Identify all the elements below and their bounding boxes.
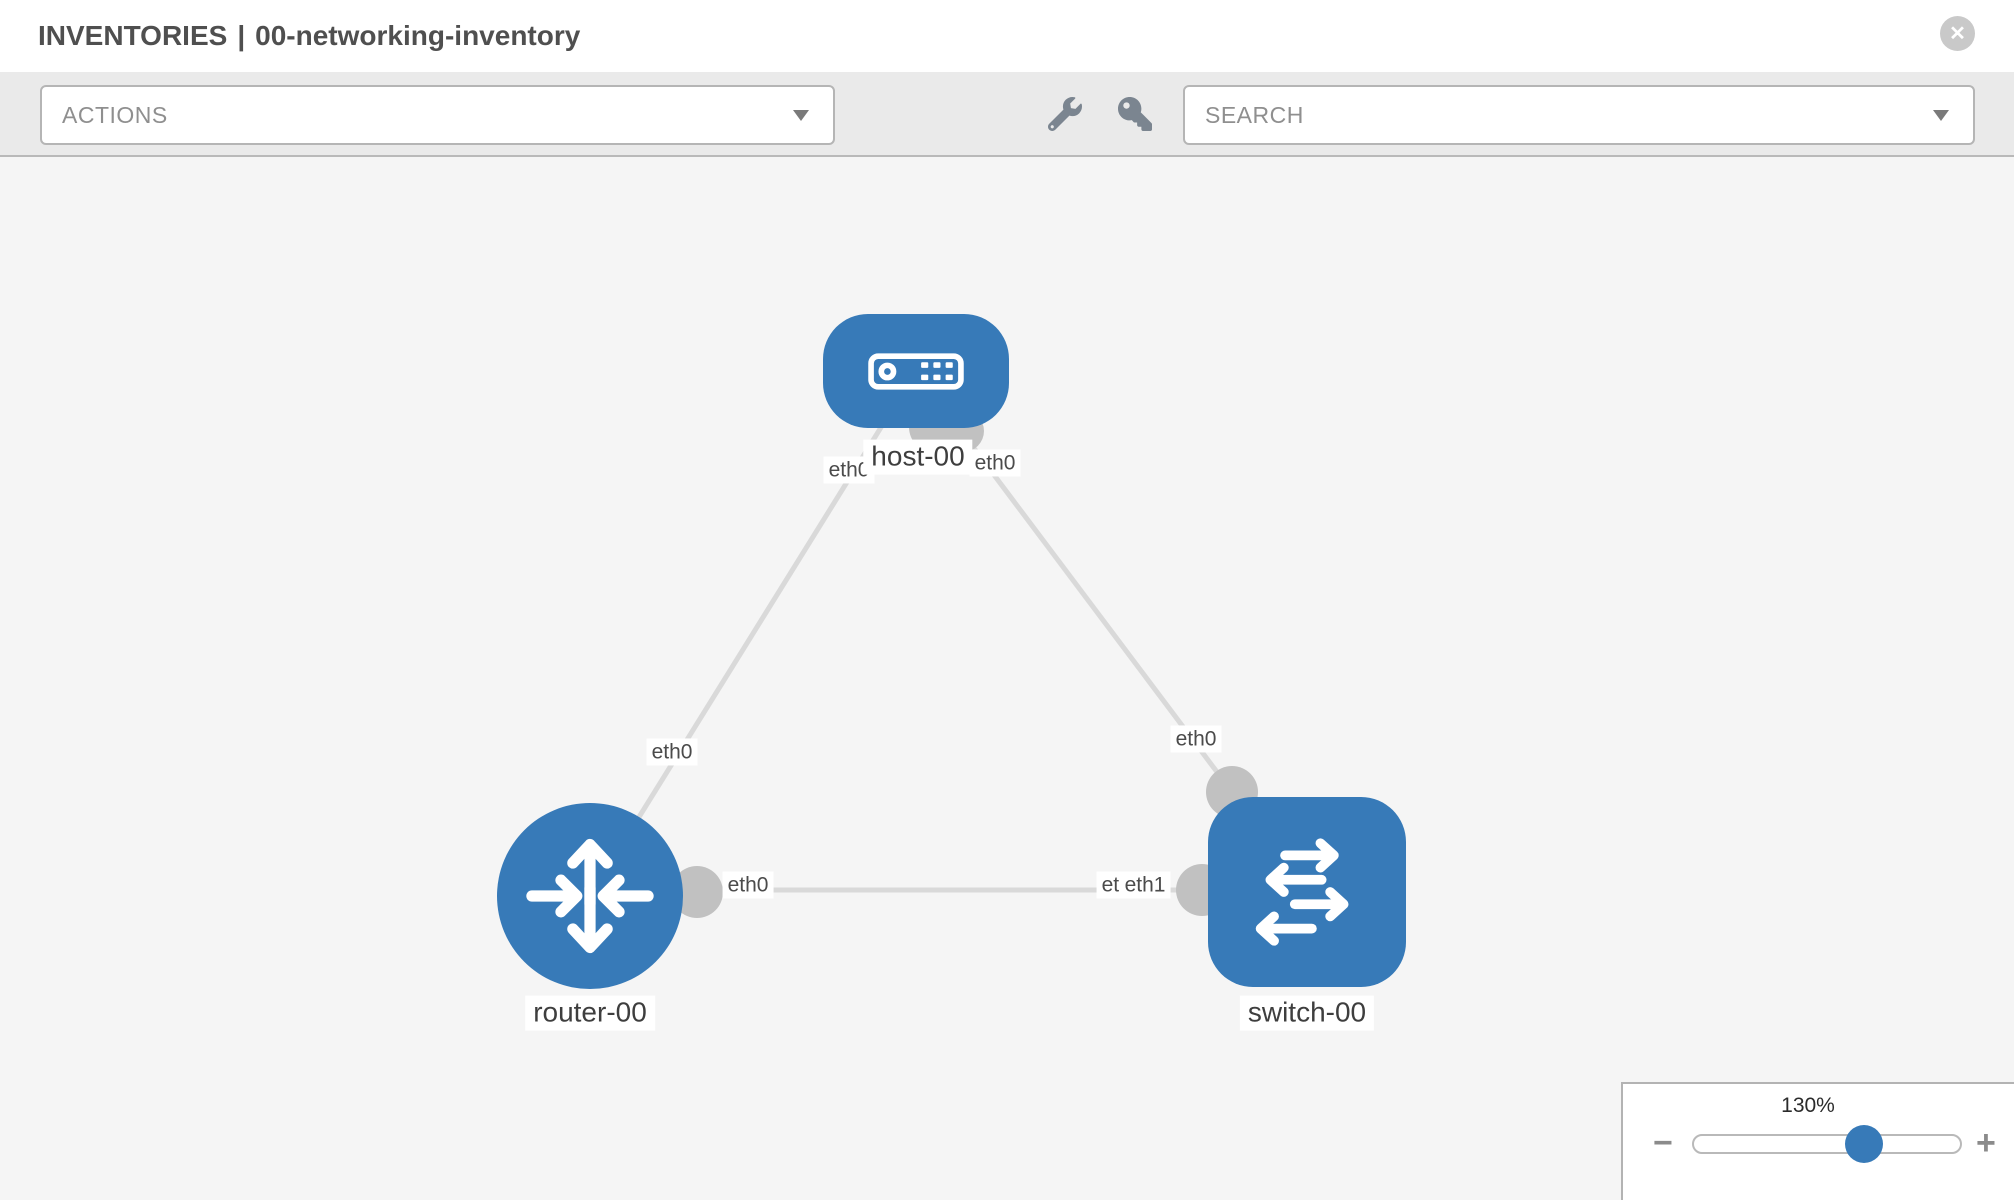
- page-title: INVENTORIES | 00-networking-inventory: [38, 20, 580, 52]
- chevron-down-icon: [793, 110, 809, 121]
- actions-dropdown[interactable]: ACTIONS: [40, 85, 835, 145]
- interface-label: eth0: [969, 449, 1021, 477]
- search-dropdown[interactable]: SEARCH: [1183, 85, 1975, 145]
- host-device-icon: [868, 352, 964, 390]
- close-button[interactable]: ✕: [1940, 16, 1975, 51]
- key-legend-button[interactable]: [1117, 96, 1153, 132]
- interface-label: eth1: [1119, 871, 1171, 899]
- key-icon: [1118, 97, 1152, 131]
- zoom-level-value: 130%: [1781, 1094, 1835, 1117]
- search-dropdown-label: SEARCH: [1205, 101, 1304, 128]
- node-label: host-00: [863, 439, 973, 475]
- zoom-slider-thumb[interactable]: [1845, 1125, 1884, 1163]
- node-label: router-00: [525, 995, 655, 1031]
- zoom-in-button[interactable]: +: [1976, 1124, 1996, 1162]
- interface-label: eth0: [646, 738, 698, 766]
- zoom-slider-track[interactable]: [1692, 1125, 1962, 1163]
- interface-label: eth0: [722, 871, 774, 899]
- close-icon: ✕: [1949, 22, 1966, 45]
- node-label: switch-00: [1239, 995, 1375, 1031]
- zoom-slider: − +: [1623, 1124, 2014, 1164]
- title-separator: |: [237, 20, 246, 51]
- toolbar: ACTIONS SEARCH: [0, 72, 2014, 157]
- title-section: INVENTORIES: [38, 20, 228, 51]
- tools-wrench-button[interactable]: [1047, 96, 1083, 132]
- zoom-out-button[interactable]: −: [1653, 1124, 1673, 1162]
- zoom-panel: 130% − +: [1621, 1082, 2014, 1200]
- interface-label: eth0: [1170, 725, 1222, 753]
- switch-arrows-icon: [1255, 838, 1349, 946]
- node-router-00[interactable]: [497, 803, 683, 989]
- router-arrows-icon: [526, 838, 654, 954]
- chevron-down-icon: [1933, 110, 1949, 121]
- actions-dropdown-label: ACTIONS: [62, 101, 168, 128]
- node-switch-00[interactable]: [1208, 797, 1406, 987]
- panel-header: INVENTORIES | 00-networking-inventory ✕: [0, 0, 2014, 72]
- wrench-icon: [1048, 97, 1082, 131]
- node-host-00[interactable]: [823, 314, 1009, 428]
- interface-circle: [671, 866, 723, 918]
- title-inventory-name: 00-networking-inventory: [255, 20, 581, 51]
